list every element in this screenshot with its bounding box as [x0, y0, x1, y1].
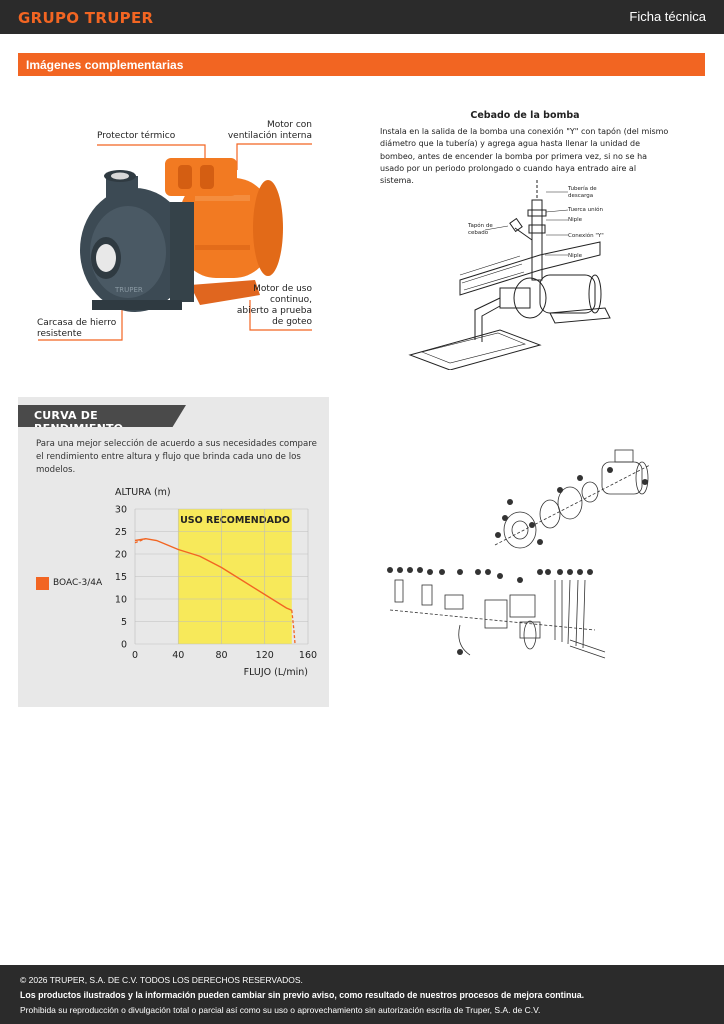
housing-nameplate: TRUPER: [114, 286, 143, 294]
y-axis-label: ALTURA (m): [115, 487, 171, 498]
diagram-label-cap-1: Tapón de: [467, 222, 493, 229]
label-continuous-line4: de goteo: [272, 317, 312, 327]
exploded-view: [380, 430, 680, 670]
x-tick-label: 80: [215, 650, 227, 661]
curve-description: Para una mejor selección de acuerdo a su…: [36, 439, 317, 475]
diagram-label-nipple-bottom: Niple: [568, 253, 583, 259]
y-tick-label: 30: [115, 505, 127, 516]
curve-heading-tag: CURVA DE RENDIMIENTO: [18, 405, 186, 427]
label-housing-line2: resistente: [37, 329, 82, 339]
diagram-label-y-connection: Conexión "Y": [568, 232, 604, 239]
label-thermal-protector: Protector térmico: [97, 131, 176, 141]
footer-notice: Los productos ilustrados y la informació…: [20, 990, 585, 1000]
section-header: Imágenes complementarias: [18, 53, 705, 76]
recommended-zone-label: USO RECOMENDADO: [180, 515, 290, 526]
label-motor-ventilation-line2: ventilación interna: [227, 131, 312, 141]
diagram-label-union-nut: Tuerca unión: [567, 206, 604, 213]
sheet-title: Ficha técnica: [629, 9, 706, 24]
label-motor-ventilation: Motor con ventilación interna: [228, 120, 312, 142]
footer-prohibition: Prohibida su reproducción o divulgación …: [20, 1005, 541, 1015]
x-axis-label: FLUJO (L/min): [244, 667, 308, 678]
top-bar: GRUPO TRUPER Ficha técnica: [0, 0, 724, 34]
label-continuous-motor: Motor de uso continuo, abierto a prueba …: [237, 284, 312, 328]
x-tick-label: 120: [256, 650, 274, 661]
section-title: Imágenes complementarias: [26, 58, 184, 72]
legend-swatch: [36, 577, 49, 590]
footer: © 2026 TRUPER, S.A. DE C.V. TODOS LOS DE…: [0, 965, 724, 1024]
footer-copyright: © 2026 TRUPER, S.A. DE C.V. TODOS LOS DE…: [20, 975, 303, 985]
cutoff-curve: [134, 538, 147, 544]
series-line: [134, 537, 293, 611]
diagram-label-cap-2: cebado: [468, 230, 489, 236]
legend-series-label: BOAC-3/4A: [53, 578, 103, 588]
priming-title: Cebado de la bomba: [470, 110, 580, 121]
pump-illustration: TRUPER Protector térmico Motor con venti…: [30, 110, 330, 350]
diagram-label-discharge-1: Tubería de: [567, 185, 597, 192]
label-continuous-line1: Motor de uso: [253, 284, 312, 294]
y-tick-label: 0: [121, 640, 127, 651]
y-tick-label: 25: [115, 527, 127, 538]
label-continuous-line3: abierto a prueba: [236, 306, 312, 316]
priming-diagram: Tubería de descarga Tuerca unión Niple T…: [408, 180, 611, 370]
y-tick-label: 15: [115, 572, 127, 583]
x-tick-label: 160: [299, 650, 317, 661]
performance-chart: USO RECOMENDADO 0 5 10 15 20 25 30 0 40 80 120 160 AL…: [115, 487, 317, 678]
cutoff-curve: [291, 610, 296, 645]
x-tick-label: 0: [132, 650, 138, 661]
diagram-label-nipple-top: Niple: [568, 217, 583, 223]
label-motor-ventilation-line1: Motor con: [266, 120, 312, 130]
diagram-label-discharge-2: descarga: [568, 193, 593, 199]
x-tick-label: 40: [172, 650, 184, 661]
curve-heading: CURVA DE RENDIMIENTO: [34, 409, 124, 435]
pump-drawing: TRUPER: [38, 143, 312, 341]
performance-curve-panel: CURVA DE RENDIMIENTO Para una mejor sele…: [18, 397, 329, 707]
label-iron-housing: Carcasa de hierro resistente: [37, 318, 116, 340]
y-tick-label: 10: [115, 595, 127, 606]
y-tick-label: 5: [121, 617, 127, 628]
priming-instructions: Instala en la salida de la bomba una con…: [380, 127, 669, 186]
label-continuous-line2: continuo,: [270, 295, 312, 305]
exploded-diagram: [387, 449, 651, 659]
label-housing-line1: Carcasa de hierro: [37, 318, 117, 328]
brand-logo: GRUPO TRUPER: [18, 9, 154, 27]
y-tick-label: 20: [115, 550, 127, 561]
